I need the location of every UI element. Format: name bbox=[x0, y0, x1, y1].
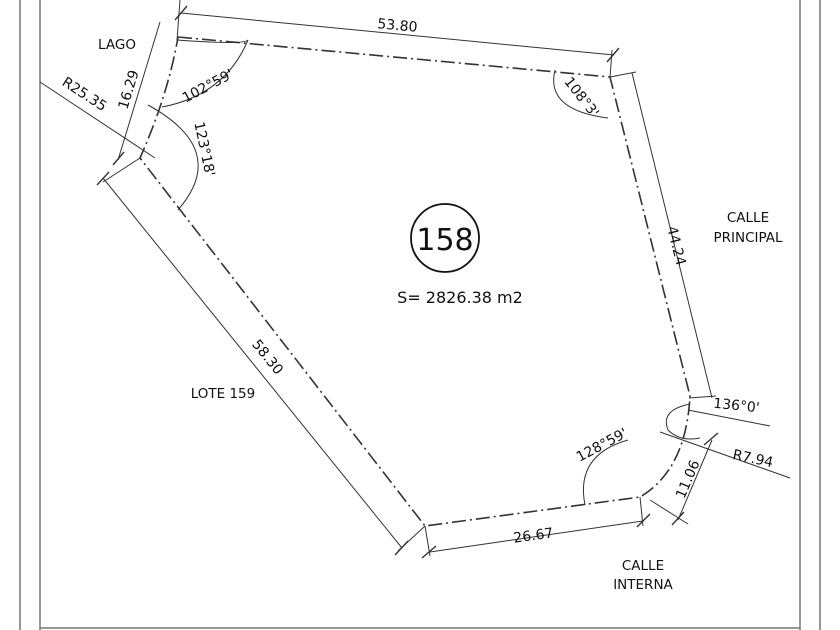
page-frame bbox=[19, 0, 821, 630]
angle-nw-top: 102°59' bbox=[180, 66, 236, 106]
angle-ne: 108°3' bbox=[561, 74, 602, 120]
dim-radius-se: R7.94 bbox=[731, 447, 774, 471]
label-lote-159: LOTE 159 bbox=[191, 386, 256, 402]
label-calle-principal-1: CALLE bbox=[727, 210, 769, 226]
angle-sw: 128°59' bbox=[574, 425, 630, 465]
dim-southeast: 11.06 bbox=[673, 458, 703, 501]
label-calle-interna-2: INTERNA bbox=[613, 577, 673, 593]
label-calle-interna-1: CALLE bbox=[622, 558, 664, 574]
dimension-lines bbox=[39, 0, 791, 557]
dim-northwest: 16.29 bbox=[116, 68, 143, 111]
lot-number-circle bbox=[410, 203, 480, 273]
lot-boundary bbox=[139, 36, 691, 527]
dim-south: 26.67 bbox=[512, 525, 554, 546]
lot-number: 158 bbox=[416, 223, 473, 258]
label-lago: LAGO bbox=[98, 37, 136, 53]
angle-se: 136°0' bbox=[712, 396, 760, 417]
dim-radius-nw: R25.35 bbox=[59, 74, 109, 115]
dim-north: 53.80 bbox=[377, 16, 418, 36]
label-calle-principal-2: PRINCIPAL bbox=[713, 230, 783, 246]
lot-area: S= 2826.38 m2 bbox=[397, 288, 523, 307]
dim-east: 44.24 bbox=[663, 225, 688, 268]
dim-west: 58.30 bbox=[248, 337, 286, 378]
tick-marks bbox=[96, 5, 719, 559]
